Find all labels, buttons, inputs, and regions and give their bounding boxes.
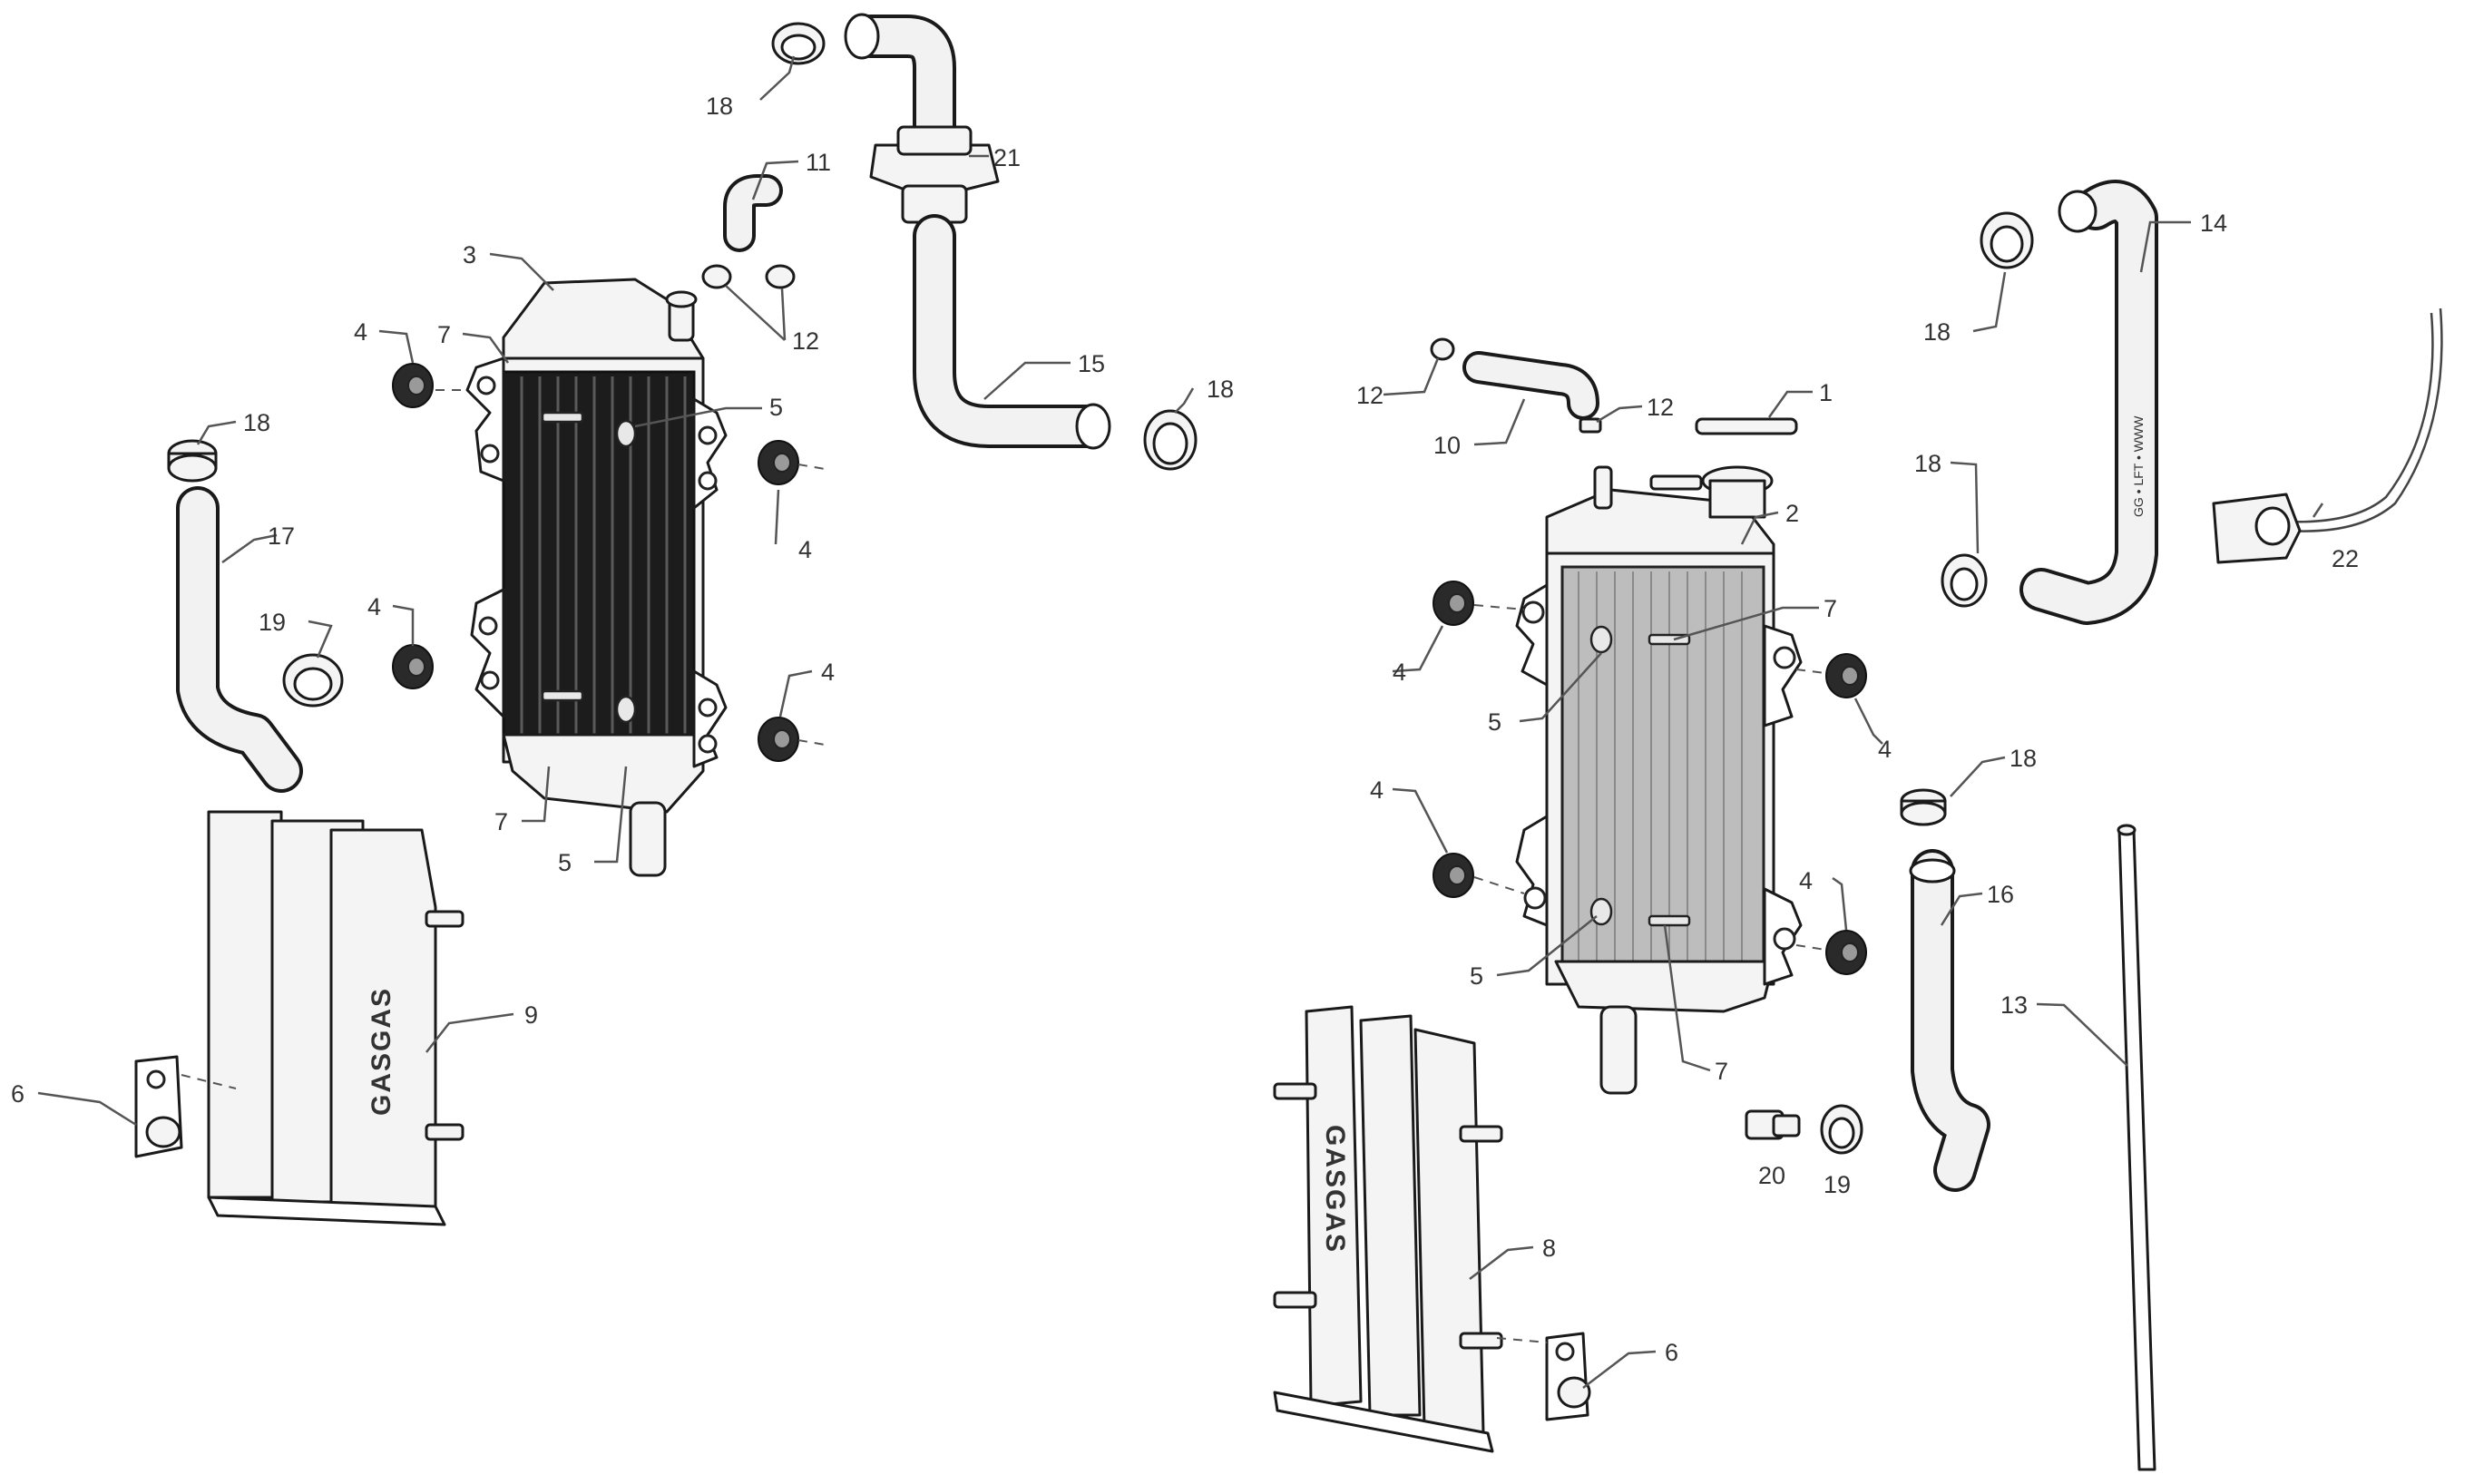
callout-7: 7 <box>494 808 508 835</box>
callout-7: 7 <box>1824 595 1837 622</box>
tube-13 <box>2117 824 2156 1471</box>
clamp-18-left <box>167 439 218 483</box>
callout-20: 20 <box>1758 1162 1785 1189</box>
radiator-guard-8: GASGAS <box>1273 1005 1503 1453</box>
callout-18: 18 <box>1923 318 1951 346</box>
clamp-18-top <box>771 22 826 65</box>
callout-4: 4 <box>1878 736 1892 763</box>
hose-10 <box>1462 351 1599 420</box>
bracket-6-right <box>1545 1332 1591 1421</box>
callout-19: 19 <box>259 609 286 636</box>
fitting-20 <box>1745 1109 1801 1140</box>
fitting-12-right-b <box>1579 417 1602 434</box>
hose-16 <box>1909 849 1990 1192</box>
bracket-6-left <box>134 1055 183 1158</box>
callout-18: 18 <box>1914 450 1941 477</box>
callout-21: 21 <box>993 144 1021 171</box>
hose-14: GG • LFT • WWW <box>2019 180 2158 625</box>
leader-lines <box>37 55 2324 1389</box>
callout-11: 11 <box>806 149 831 176</box>
callout-18: 18 <box>706 93 733 120</box>
callout-5: 5 <box>1488 708 1501 736</box>
callout-19: 19 <box>1824 1171 1851 1198</box>
callout-10: 10 <box>1433 432 1461 459</box>
callout-4: 4 <box>821 659 835 686</box>
callout-6: 6 <box>11 1080 24 1108</box>
callout-4: 4 <box>354 318 367 346</box>
grommet-left-4 <box>758 717 799 762</box>
callout-4: 4 <box>1393 659 1406 686</box>
callout-9: 9 <box>524 1001 538 1029</box>
callout-7: 7 <box>1715 1058 1728 1085</box>
callout-14: 14 <box>2200 210 2227 237</box>
callout-3: 3 <box>463 241 476 268</box>
callout-4: 4 <box>367 593 381 620</box>
callout-4: 4 <box>798 536 812 563</box>
callout-8: 8 <box>1542 1235 1556 1262</box>
callout-6: 6 <box>1665 1339 1678 1366</box>
grommet-left-2 <box>392 644 434 689</box>
guard-right-logo: GASGAS <box>1320 1125 1350 1254</box>
grommet-right-1 <box>1433 581 1474 626</box>
callout-12: 12 <box>792 327 819 355</box>
grommet-left-1 <box>392 363 434 408</box>
clamp-19-right <box>1820 1104 1863 1155</box>
sensor-22 <box>2212 308 2443 564</box>
grommet-right-2 <box>1433 853 1474 898</box>
hose-15 <box>913 214 1111 450</box>
callout-12: 12 <box>1647 394 1674 421</box>
callout-4: 4 <box>1370 776 1384 804</box>
clamp-18-lower-right <box>1900 788 1947 826</box>
right-radiator <box>1515 465 1803 1095</box>
callout-2: 2 <box>1785 500 1799 527</box>
callout-18: 18 <box>1207 376 1234 403</box>
callout-22: 22 <box>2332 545 2359 572</box>
callout-5: 5 <box>1470 962 1483 990</box>
thermostat-housing-21 <box>844 13 1000 224</box>
callout-5: 5 <box>558 849 572 876</box>
radiator-guard-9: GASGAS <box>207 810 464 1226</box>
guard-left-logo: GASGAS <box>367 987 396 1116</box>
hose-14-print: GG • LFT • WWW <box>2131 415 2146 517</box>
callout-17: 17 <box>268 522 295 550</box>
fitting-12-right-a <box>1430 337 1455 361</box>
bar-1 <box>1695 417 1798 435</box>
grommet-right-4 <box>1825 930 1867 975</box>
callout-1: 1 <box>1819 379 1833 406</box>
hose-17 <box>176 486 303 793</box>
callout-15: 15 <box>1078 350 1105 377</box>
clamp-19-left <box>282 653 344 708</box>
callout-5: 5 <box>769 394 783 421</box>
left-radiator <box>465 278 728 877</box>
callout-7: 7 <box>437 321 451 348</box>
callout-4: 4 <box>1799 867 1813 894</box>
callout-numbers: 18 21 11 3 12 4 7 5 15 18 18 17 4 19 4 4… <box>11 93 2359 1366</box>
grommet-right-3 <box>1825 653 1867 698</box>
callout-18: 18 <box>243 409 270 436</box>
clamp-18-right-of-15 <box>1143 409 1198 471</box>
left-radiator-fins <box>520 376 687 739</box>
clamp-18-mid-right <box>1941 553 1988 608</box>
callout-13: 13 <box>2000 991 2028 1019</box>
grommet-left-3 <box>758 440 799 485</box>
callout-12: 12 <box>1356 382 1384 409</box>
callout-16: 16 <box>1987 881 2014 908</box>
fitting-12-left <box>701 264 796 289</box>
callout-18: 18 <box>2010 745 2037 772</box>
clamp-18-upper-right <box>1980 211 2034 269</box>
